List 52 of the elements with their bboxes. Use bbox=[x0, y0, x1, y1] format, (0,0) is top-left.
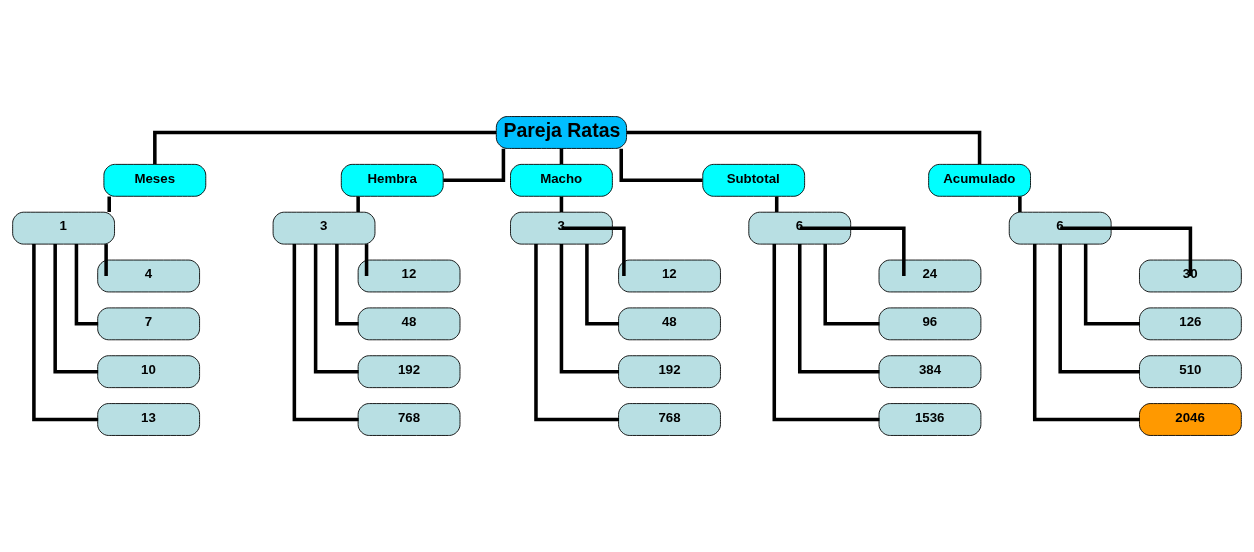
node-box: 96 bbox=[878, 307, 982, 341]
node-box: Subtotal bbox=[702, 163, 806, 197]
connector bbox=[356, 196, 360, 212]
connector bbox=[107, 196, 111, 212]
node-box: 48 bbox=[618, 307, 721, 341]
connector bbox=[1018, 196, 1022, 212]
node-box: 3 bbox=[272, 211, 376, 245]
connector bbox=[153, 130, 497, 165]
connector bbox=[772, 244, 880, 422]
connector bbox=[1083, 244, 1140, 326]
connector bbox=[364, 244, 369, 276]
node-box: Hembra bbox=[340, 163, 444, 197]
node-box: 2046 bbox=[1139, 403, 1242, 436]
node-box: 12 bbox=[357, 259, 461, 293]
node-box: 1536 bbox=[878, 403, 982, 436]
connector bbox=[104, 244, 108, 276]
connector bbox=[561, 226, 626, 276]
node-box: 7 bbox=[97, 307, 200, 341]
node-box: 4 bbox=[97, 259, 200, 293]
node-box: 384 bbox=[878, 355, 982, 389]
node-box: 24 bbox=[878, 259, 982, 293]
node-box: 10 bbox=[97, 355, 200, 389]
connector bbox=[32, 244, 99, 422]
node-box: Meses bbox=[103, 163, 207, 197]
connector bbox=[313, 244, 359, 374]
connector bbox=[799, 226, 906, 276]
node-box: 126 bbox=[1139, 307, 1242, 341]
connector bbox=[797, 244, 880, 374]
connector bbox=[292, 244, 359, 422]
node-box: Acumulado bbox=[928, 163, 1031, 197]
connector bbox=[1060, 226, 1193, 276]
connector bbox=[585, 244, 620, 326]
node-box: 768 bbox=[357, 403, 461, 436]
node-box: Pareja Ratas bbox=[495, 116, 627, 149]
connector bbox=[823, 244, 880, 326]
connector bbox=[626, 130, 982, 165]
node-box: 510 bbox=[1139, 355, 1242, 389]
node-box: Macho bbox=[510, 163, 613, 197]
node-box: 768 bbox=[618, 403, 721, 436]
node-box: 12 bbox=[618, 259, 721, 293]
node-box: 192 bbox=[618, 355, 721, 389]
node-box: 48 bbox=[357, 307, 461, 341]
node-box: 1 bbox=[12, 211, 115, 245]
connector bbox=[559, 244, 620, 374]
connector bbox=[53, 244, 99, 374]
node-box: 13 bbox=[97, 403, 200, 436]
connector bbox=[1032, 244, 1140, 422]
connector bbox=[1058, 244, 1140, 374]
connector bbox=[443, 148, 506, 183]
connector bbox=[619, 148, 703, 183]
connector bbox=[534, 244, 620, 422]
node-box: 192 bbox=[357, 355, 461, 389]
